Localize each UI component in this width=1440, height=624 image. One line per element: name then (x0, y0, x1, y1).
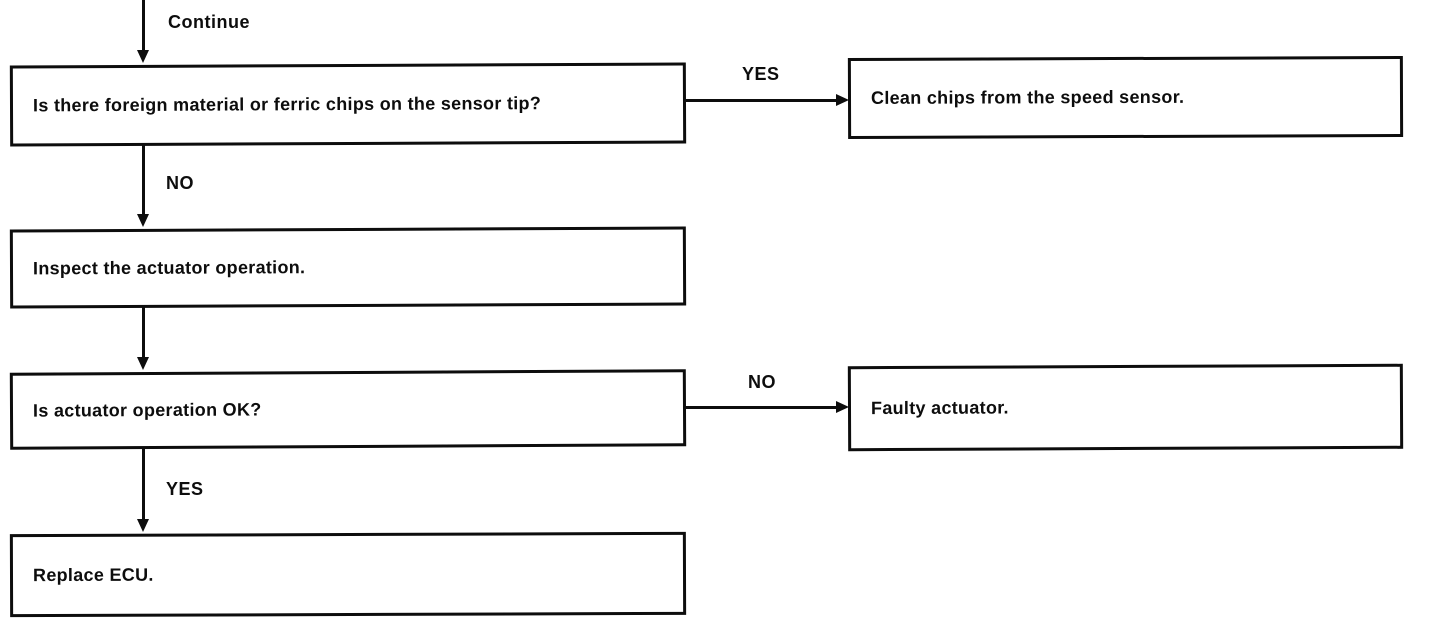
arrow-right-icon (836, 94, 849, 106)
node-inspect-actuator-action: Inspect the actuator operation. (9, 226, 687, 309)
yes-branch-line-1 (686, 99, 838, 102)
entry-connector-line (142, 0, 145, 52)
node-actuator-ok-question: Is actuator operation OK? (9, 369, 687, 450)
node-faulty-actuator-result-text: Faulty actuator. (870, 397, 1009, 419)
node-actuator-ok-question-text: Is actuator operation OK? (32, 399, 262, 421)
no-branch-label-2: NO (748, 372, 776, 392)
yes-branch-label-2: YES (166, 479, 204, 499)
entry-label: Continue (168, 12, 250, 32)
arrow-down-icon (137, 519, 149, 532)
yes-branch-line-2 (142, 448, 145, 521)
no-branch-label-1: NO (166, 173, 194, 193)
no-branch-line-2 (686, 406, 838, 409)
arrow-down-icon (137, 357, 149, 370)
connector-line (142, 307, 145, 359)
node-inspect-actuator-action-text: Inspect the actuator operation. (32, 257, 306, 279)
node-clean-chips-action: Clean chips from the speed sensor. (847, 56, 1404, 139)
arrow-right-icon (836, 401, 849, 413)
node-replace-ecu-action: Replace ECU. (9, 531, 687, 618)
node-sensor-chips-question-text: Is there foreign material or ferric chip… (32, 93, 542, 116)
node-replace-ecu-action-text: Replace ECU. (32, 564, 154, 586)
node-faulty-actuator-result: Faulty actuator. (847, 363, 1404, 452)
arrow-down-icon (137, 214, 149, 227)
node-clean-chips-action-text: Clean chips from the speed sensor. (870, 86, 1185, 108)
node-sensor-chips-question: Is there foreign material or ferric chip… (9, 62, 687, 147)
yes-branch-label-1: YES (742, 64, 780, 84)
arrow-down-icon (137, 50, 149, 63)
no-branch-line-1 (142, 145, 145, 216)
